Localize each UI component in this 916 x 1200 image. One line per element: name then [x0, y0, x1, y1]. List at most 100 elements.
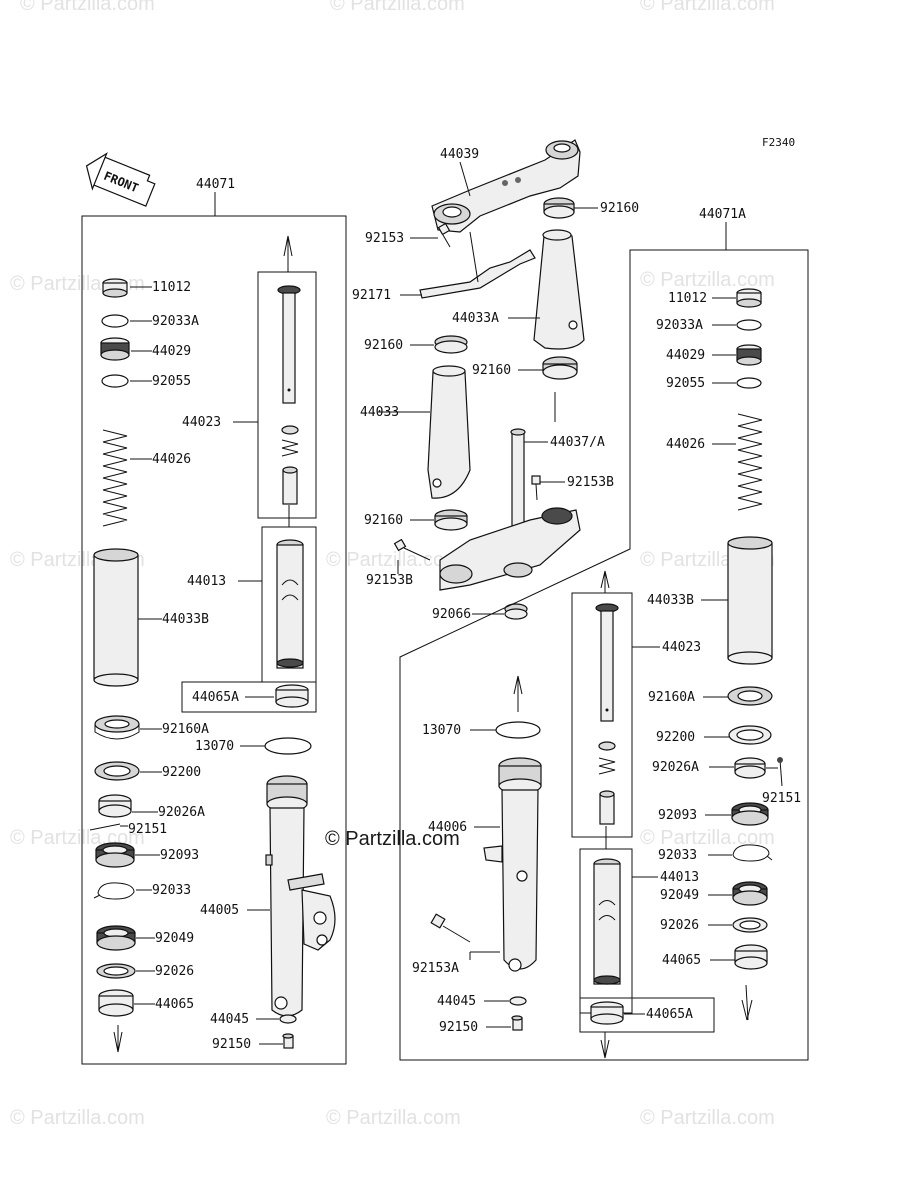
- label-44026-r: 44026: [666, 437, 705, 452]
- label-92151-r: 92151: [762, 791, 801, 806]
- label-92160-b: 92160: [364, 338, 403, 353]
- seal-92093-r: [731, 802, 769, 826]
- outer-tube-44005: [265, 775, 336, 1017]
- seal-92066: [504, 603, 528, 620]
- cover-44033: [427, 365, 471, 499]
- part-44029: [100, 337, 130, 361]
- ring-13070-r: [495, 721, 541, 739]
- bushing-44065: [98, 989, 134, 1017]
- stem-44037: [439, 428, 581, 591]
- label-44023-r: 44023: [662, 640, 701, 655]
- watermark-center: © Partzilla.com: [325, 828, 460, 850]
- screw-92151-r: [777, 757, 783, 787]
- cap-11012-r: [736, 288, 762, 308]
- label-44065A-r: 44065A: [646, 1007, 693, 1022]
- label-44006-r: 44006: [428, 820, 467, 835]
- label-44071: 44071: [196, 177, 235, 192]
- bolt-92150-r: [511, 1015, 523, 1031]
- cap-11012: [102, 278, 128, 298]
- bracket-92171: [419, 249, 536, 299]
- label-44045-r: 44045: [437, 994, 476, 1009]
- label-92151: 92151: [128, 822, 167, 837]
- label-44013: 44013: [187, 574, 226, 589]
- tube-44033B: [93, 548, 139, 687]
- label-44013-r: 44013: [660, 870, 699, 885]
- label-44033: 44033: [360, 405, 399, 420]
- seal-92093: [95, 842, 135, 868]
- washer-44045: [279, 1014, 297, 1024]
- bolt-92153B-a: [531, 475, 541, 501]
- right-assembly-frame: [399, 249, 809, 1061]
- watermark: © Partzilla.com: [326, 1107, 461, 1129]
- oring-92033A-r: [736, 319, 762, 331]
- washer-92200: [94, 761, 140, 781]
- label-44033B: 44033B: [162, 612, 209, 627]
- bolt-92153B-b: [393, 538, 431, 561]
- collar-92026A: [98, 794, 132, 818]
- label-92150: 92150: [212, 1037, 251, 1052]
- label-92033: 92033: [152, 883, 191, 898]
- box-44023-r: [571, 592, 633, 838]
- spring-44026: [102, 429, 128, 527]
- label-44033B-r: 44033B: [647, 593, 694, 608]
- label-92033-r: 92033: [658, 848, 697, 863]
- spring-44026-r: [737, 413, 763, 511]
- label-11012: 11012: [152, 280, 191, 295]
- label-44029-r: 44029: [666, 348, 705, 363]
- clip-92033: [93, 882, 135, 900]
- label-44037: 44037/A: [550, 435, 605, 450]
- bearing-92160-top: [543, 197, 575, 219]
- left-fork-assembly: 44071 11012 92033A 44029 92055: [81, 177, 347, 1065]
- label-92055: 92055: [152, 374, 191, 389]
- label-92093: 92093: [160, 848, 199, 863]
- label-11012-r: 11012: [668, 291, 707, 306]
- label-44033A: 44033A: [452, 311, 499, 326]
- label-44029: 44029: [152, 344, 191, 359]
- bushing-44065A-r: [590, 1001, 624, 1025]
- label-92026-r: 92026: [660, 918, 699, 933]
- cover-44033A: [533, 229, 585, 350]
- upper-bracket-44039: [431, 139, 581, 233]
- oring-92033A: [101, 314, 129, 328]
- label-92153B-a: 92153B: [567, 475, 614, 490]
- label-92153A-r: 92153A: [412, 961, 459, 976]
- label-44065: 44065: [155, 997, 194, 1012]
- bearing-92160-mid-left: [434, 335, 468, 354]
- damper-rod-44023: [277, 285, 301, 505]
- label-44045: 44045: [210, 1012, 249, 1027]
- bearing-92160-mid-right: [542, 356, 578, 380]
- steering-assembly: 44039 92160 92153 92171 44033A: [352, 139, 639, 622]
- label-92026: 92026: [155, 964, 194, 979]
- label-92171: 92171: [352, 288, 391, 303]
- washer-44045-r: [509, 996, 527, 1006]
- label-92066: 92066: [432, 607, 471, 622]
- watermark: © Partzilla.com: [640, 0, 775, 15]
- figure-code: F2340: [762, 136, 795, 149]
- label-92093-r: 92093: [658, 808, 697, 823]
- right-fork-assembly: 44071A 11012 92033A 44029 92055 44026: [399, 207, 809, 1061]
- label-44026: 44026: [152, 452, 191, 467]
- label-44065A: 44065A: [192, 690, 239, 705]
- watermark: © Partzilla.com: [640, 1107, 775, 1129]
- seal-92160A: [94, 715, 140, 740]
- washer-92200-r: [728, 725, 772, 745]
- bolt-92153: [437, 222, 451, 248]
- label-92160A: 92160A: [162, 722, 209, 737]
- label-92026A: 92026A: [158, 805, 205, 820]
- label-92026A-r: 92026A: [652, 760, 699, 775]
- label-13070-r: 13070: [422, 723, 461, 738]
- label-92150-r: 92150: [439, 1020, 478, 1035]
- label-44071A: 44071A: [699, 207, 746, 222]
- bushing-44065-r: [734, 944, 768, 970]
- bolt-92153A: [430, 913, 471, 943]
- seal-92049: [96, 925, 136, 951]
- oring-92055-r: [736, 377, 762, 389]
- label-92160-a: 92160: [600, 201, 639, 216]
- part-44029-r: [736, 344, 762, 366]
- label-92160-d: 92160: [364, 513, 403, 528]
- box-44023: [257, 271, 317, 519]
- label-92049: 92049: [155, 931, 194, 946]
- label-92049-r: 92049: [660, 888, 699, 903]
